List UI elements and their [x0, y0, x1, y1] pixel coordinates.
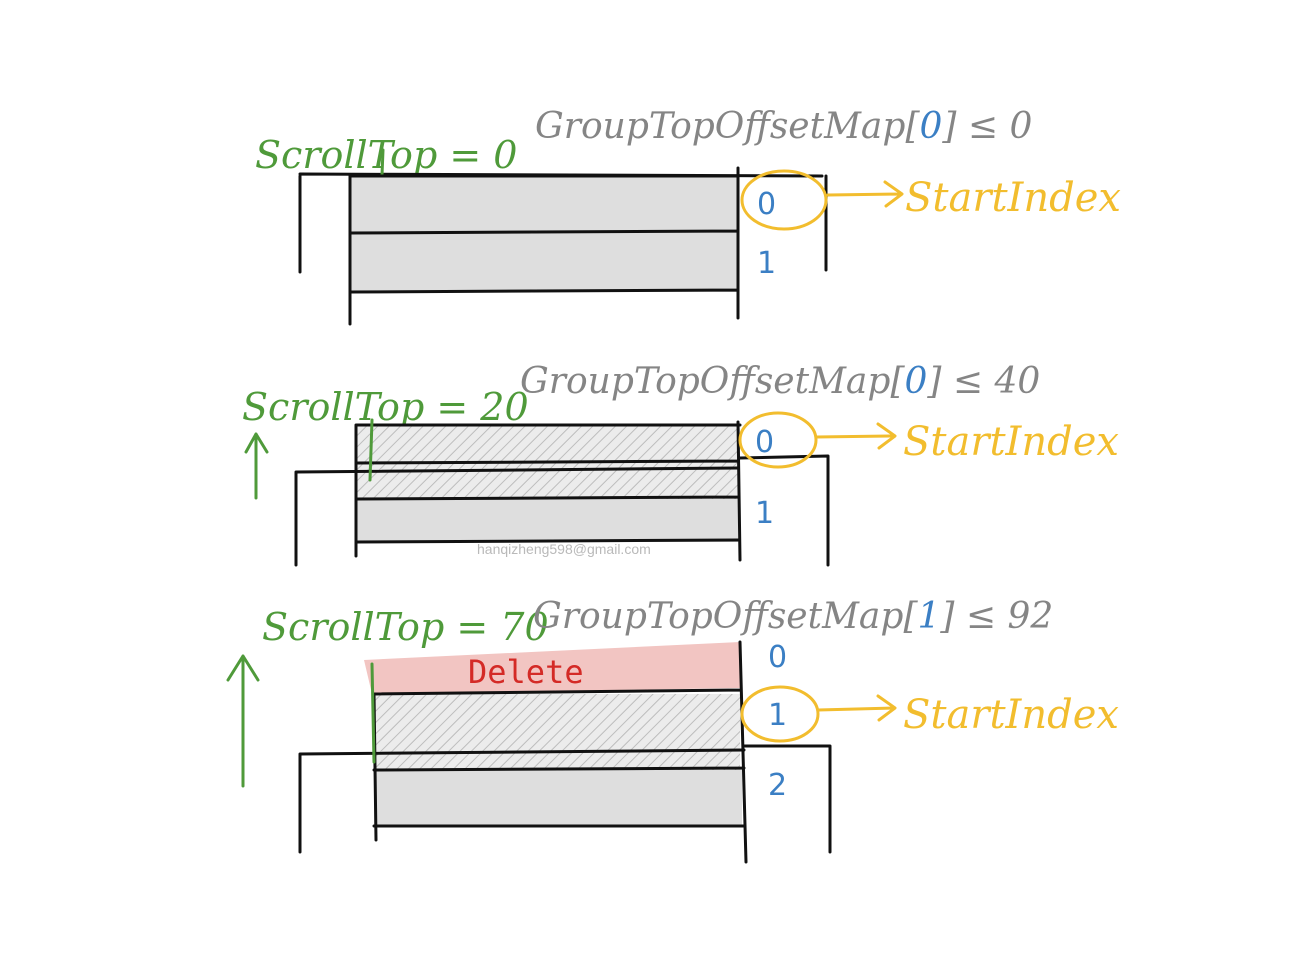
row-index-1: 1: [755, 496, 774, 531]
group-rows: [354, 420, 742, 562]
formula-suffix: ] ≤ 92: [939, 596, 1053, 637]
scroll-up-arrow: [244, 432, 269, 500]
scroll-top-label: ScrollTop = 0: [255, 133, 517, 177]
scroll-up-arrow: [226, 654, 260, 788]
watermark: hanqizheng598@gmail.com: [477, 541, 651, 557]
start-index-circle: [740, 685, 820, 743]
scroll-top-label: ScrollTop = 20: [242, 385, 529, 429]
row-index-2: 2: [768, 768, 787, 803]
start-index-label: StartIndex: [903, 692, 1119, 738]
start-index-circle: [738, 411, 818, 469]
formula-suffix: ] ≤ 0: [941, 106, 1032, 147]
row-index-1: 1: [757, 246, 776, 281]
start-index-label: StartIndex: [905, 175, 1121, 221]
row-index-0: 0: [755, 425, 774, 460]
panel-scrolltop-70: ScrollTop = 70 GroupTopOffsetMap[1] ≤ 92…: [226, 596, 1119, 864]
group-top-offset-formula: GroupTopOffsetMap[0] ≤ 0: [535, 106, 1032, 147]
scroll-top-label: ScrollTop = 70: [262, 605, 549, 649]
formula-index: 0: [905, 361, 928, 402]
scroll-position-marker: [368, 418, 374, 482]
group-top-offset-formula: GroupTopOffsetMap[0] ≤ 40: [520, 361, 1040, 402]
scroll-position-marker: [370, 662, 376, 764]
row-index-0: 0: [768, 640, 787, 675]
start-index-label: StartIndex: [903, 419, 1119, 465]
group-top-offset-formula: GroupTopOffsetMap[1] ≤ 92: [533, 596, 1053, 637]
panel-scrolltop-20: ScrollTop = 20 GroupTopOffsetMap[0] ≤ 40…: [242, 361, 1119, 567]
start-index-circle: [740, 169, 828, 231]
row-index-0: 0: [757, 187, 776, 222]
panel-scrolltop-0: ScrollTop = 0 GroupTopOffsetMap[0] ≤ 0 0…: [255, 106, 1121, 326]
visible-row-fill: [356, 499, 738, 542]
delete-label: Delete: [468, 653, 584, 691]
group-rows: [372, 640, 748, 864]
formula-index: 1: [918, 596, 941, 637]
start-index-arrow: [826, 180, 904, 208]
formula-suffix: ] ≤ 40: [926, 361, 1040, 402]
viewport-frame: [298, 744, 832, 854]
formula-prefix: GroupTopOffsetMap[: [535, 106, 920, 147]
deleted-row: [364, 642, 740, 694]
formula-prefix: GroupTopOffsetMap[: [533, 596, 918, 637]
group-rows: [348, 166, 740, 326]
formula-prefix: GroupTopOffsetMap[: [520, 361, 905, 402]
visible-row-fill: [374, 770, 742, 826]
start-index-arrow: [816, 694, 897, 722]
row-index-1: 1: [768, 698, 787, 733]
viewport-frame: [294, 454, 830, 567]
formula-index: 0: [920, 106, 943, 147]
scrolled-away-region: [374, 694, 740, 770]
start-index-arrow: [814, 422, 897, 450]
